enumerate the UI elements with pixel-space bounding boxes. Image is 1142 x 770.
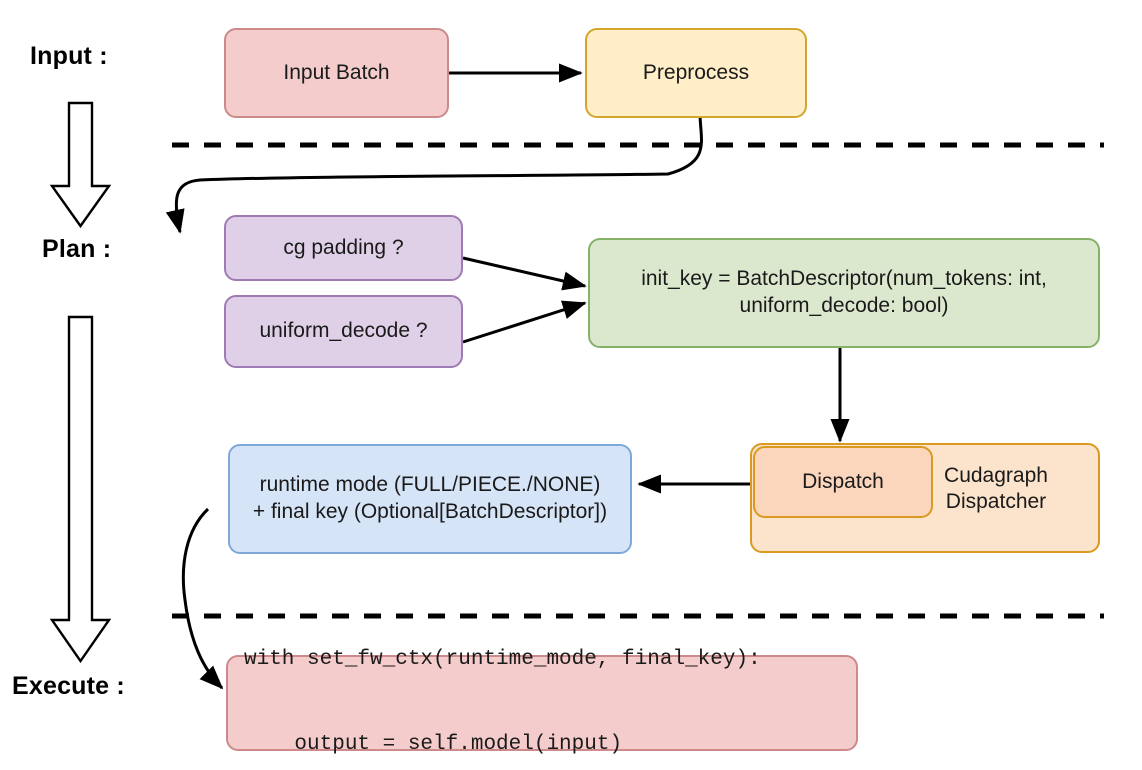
node-uniform-decode[interactable]: uniform_decode ?: [224, 295, 463, 368]
node-runtime-mode[interactable]: runtime mode (FULL/PIECE./NONE) + final …: [228, 444, 632, 554]
node-init-key[interactable]: init_key = BatchDescriptor(num_tokens: i…: [588, 238, 1100, 348]
node-cg-padding-label: cg padding ?: [283, 235, 404, 259]
node-cg-padding[interactable]: cg padding ?: [224, 215, 463, 281]
node-runtime-mode-line2: + final key (Optional[BatchDescriptor]): [252, 500, 608, 523]
node-init-key-line1: init_key = BatchDescriptor(num_tokens: i…: [641, 267, 1047, 291]
node-input-batch[interactable]: Input Batch: [224, 28, 449, 118]
node-execute-code-line1: with set_fw_ctx(runtime_mode, final_key)…: [244, 648, 761, 672]
node-uniform-decode-label: uniform_decode ?: [259, 319, 428, 343]
node-execute-code[interactable]: with set_fw_ctx(runtime_mode, final_key)…: [226, 648, 858, 756]
stage-arrow-input-to-plan: [49, 101, 112, 229]
arrow-runtime-mode-to-execute-code: [181, 507, 224, 690]
node-init-key-line2: uniform_decode: bool): [739, 294, 949, 317]
stage-label-execute: Execute :: [12, 672, 125, 700]
arrow-uniform-decode-to-init-key: [462, 300, 587, 344]
node-execute-code-line2: output = self.model(input): [244, 733, 623, 757]
stage-label-input: Input :: [30, 42, 108, 70]
arrow-cg-padding-to-init-key: [462, 256, 587, 291]
stage-arrow-plan-to-execute: [49, 315, 112, 664]
node-dispatch[interactable]: Dispatch: [753, 446, 933, 518]
node-cudagraph-dispatcher-line2: Dispatcher: [945, 490, 1047, 514]
node-preprocess[interactable]: Preprocess: [585, 28, 807, 118]
node-input-batch-label: Input Batch: [283, 60, 390, 84]
node-dispatch-label: Dispatch: [802, 469, 884, 493]
node-runtime-mode-line1: runtime mode (FULL/PIECE./NONE): [259, 473, 601, 497]
node-cudagraph-dispatcher-line1: Cudagraph: [944, 464, 1048, 487]
node-preprocess-label: Preprocess: [642, 60, 750, 84]
stage-label-plan: Plan :: [42, 235, 112, 263]
